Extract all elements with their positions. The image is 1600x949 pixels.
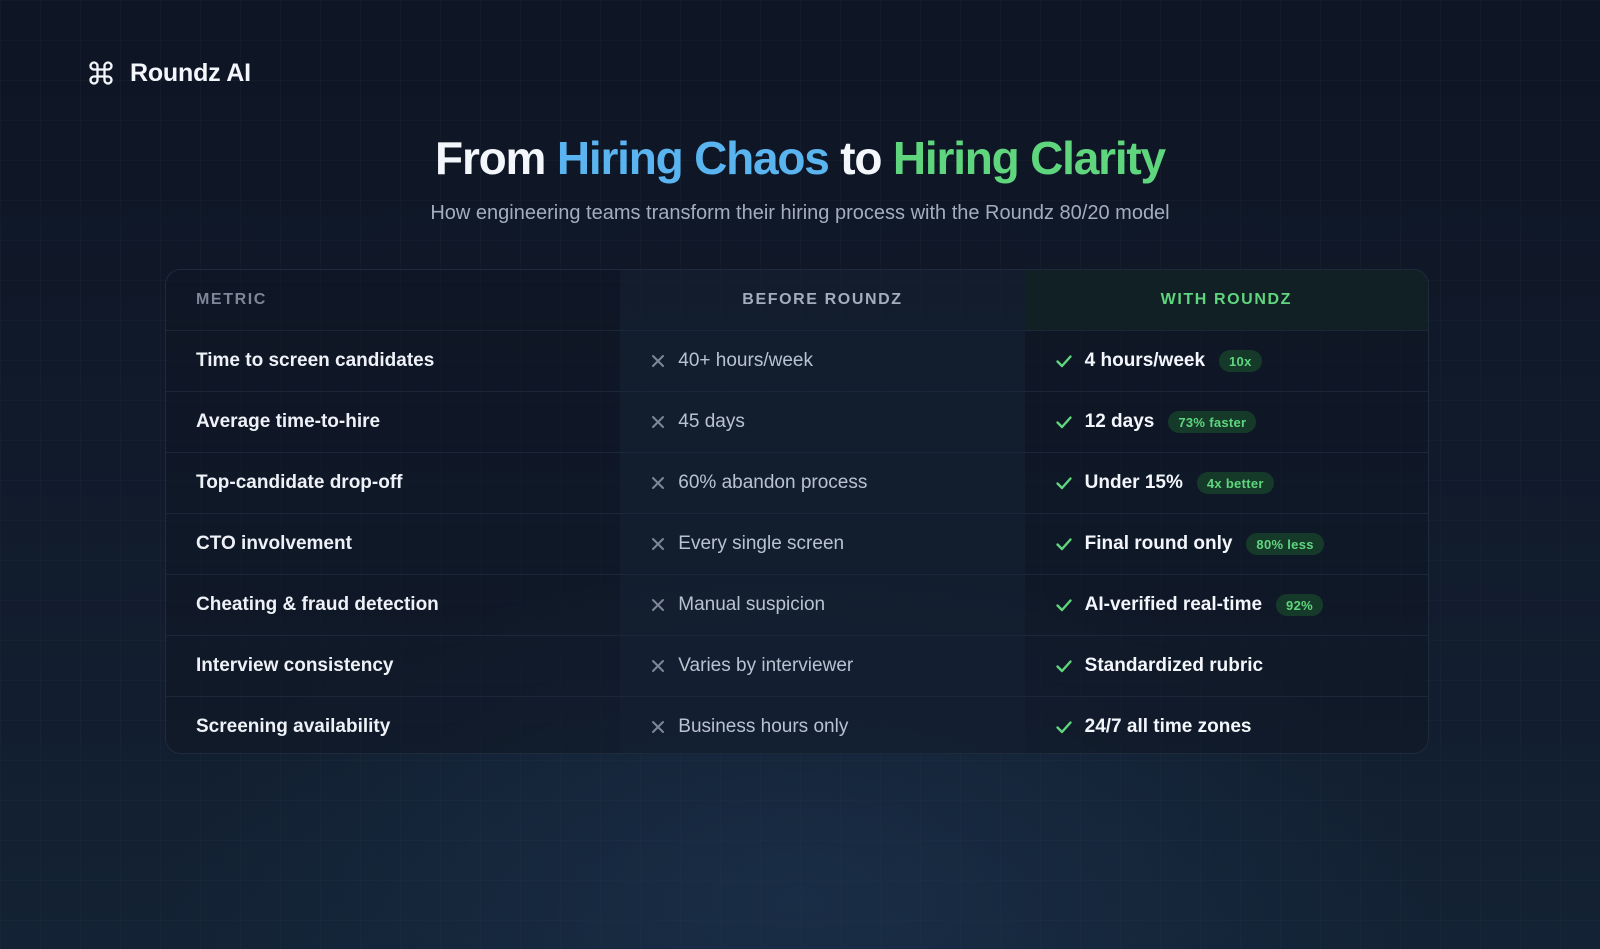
before-cell: Business hours only <box>620 697 1025 753</box>
table-row: Top-candidate drop-off 60% abandon proce… <box>166 452 1428 513</box>
before-value: Business hours only <box>678 715 849 737</box>
improvement-badge: 80% less <box>1246 533 1324 555</box>
title-to: to <box>840 132 882 184</box>
table-row: Screening availability Business hours on… <box>166 696 1428 753</box>
metric-cell: CTO involvement <box>166 514 620 574</box>
metric-cell: Time to screen candidates <box>166 331 620 391</box>
with-value: 24/7 all time zones <box>1084 715 1252 737</box>
metric-cell: Top-candidate drop-off <box>166 453 620 513</box>
table-row: CTO involvement Every single screen Fina… <box>166 513 1428 574</box>
x-icon <box>650 475 666 491</box>
check-icon <box>1055 718 1073 736</box>
with-value: 12 days <box>1084 411 1155 432</box>
table-body: Time to screen candidates 40+ hours/week… <box>166 330 1428 753</box>
before-value: Varies by interviewer <box>678 655 854 676</box>
table-row: Interview consistency Varies by intervie… <box>166 635 1428 696</box>
before-value: 45 days <box>678 411 745 432</box>
before-cell: 40+ hours/week <box>620 331 1025 391</box>
header-before-roundz: BEFORE ROUNDZ <box>620 270 1025 330</box>
check-icon <box>1055 474 1073 492</box>
before-value: Every single screen <box>678 533 845 554</box>
brand-logo[interactable]: Roundz AI <box>86 58 251 88</box>
check-icon <box>1055 596 1073 614</box>
improvement-badge: 4x better <box>1196 472 1274 494</box>
before-cell: Varies by interviewer <box>620 636 1025 696</box>
with-cell: Under 15% 4x better <box>1025 453 1428 513</box>
metric-label: Time to screen candidates <box>196 350 435 371</box>
metric-cell: Average time-to-hire <box>166 392 620 452</box>
with-value: Standardized rubric <box>1084 655 1264 676</box>
metric-cell: Interview consistency <box>166 636 620 696</box>
with-cell: Standardized rubric <box>1025 636 1428 696</box>
check-icon <box>1055 657 1073 675</box>
metric-label: Top-candidate drop-off <box>196 472 403 493</box>
x-icon <box>650 536 666 552</box>
before-value: 60% abandon process <box>678 472 868 493</box>
with-value: Under 15% <box>1084 472 1183 493</box>
with-value: 4 hours/week <box>1084 350 1206 371</box>
x-icon <box>650 414 666 430</box>
metric-label: Screening availability <box>196 715 391 737</box>
with-value: AI-verified real-time <box>1084 594 1263 615</box>
metric-cell: Screening availability <box>166 697 620 753</box>
with-cell: Final round only 80% less <box>1025 514 1428 574</box>
comparison-table: METRIC BEFORE ROUNDZ WITH ROUNDZ Time to… <box>165 269 1429 754</box>
before-value: Manual suspicion <box>678 594 826 615</box>
metric-cell: Cheating & fraud detection <box>166 575 620 635</box>
with-cell: 24/7 all time zones <box>1025 697 1428 753</box>
page-subtitle: How engineering teams transform their hi… <box>430 202 1170 224</box>
improvement-badge: 10x <box>1219 350 1262 372</box>
table-header-row: METRIC BEFORE ROUNDZ WITH ROUNDZ <box>166 270 1428 330</box>
x-icon <box>650 719 666 735</box>
check-icon <box>1055 352 1073 370</box>
before-cell: 45 days <box>620 392 1025 452</box>
with-value: Final round only <box>1084 533 1233 554</box>
metric-label: CTO involvement <box>196 533 352 554</box>
metric-label: Interview consistency <box>196 655 394 676</box>
header-metric: METRIC <box>196 291 267 308</box>
x-icon <box>650 353 666 369</box>
hero-section: From Hiring Chaos to Hiring Clarity How … <box>0 128 1600 226</box>
improvement-badge: 92% <box>1276 594 1323 616</box>
title-hiring-clarity: Hiring Clarity <box>892 132 1166 184</box>
metric-label: Cheating & fraud detection <box>196 594 439 615</box>
before-cell: Every single screen <box>620 514 1025 574</box>
table-row: Average time-to-hire 45 days 12 days 73%… <box>166 391 1428 452</box>
command-key-icon <box>86 58 116 88</box>
x-icon <box>650 658 666 674</box>
page-title: From Hiring Chaos to Hiring Clarity <box>0 128 1600 188</box>
with-cell: 12 days 73% faster <box>1025 392 1428 452</box>
check-icon <box>1055 535 1073 553</box>
title-from: From <box>435 132 546 184</box>
table-row: Cheating & fraud detection Manual suspic… <box>166 574 1428 635</box>
title-hiring-chaos: Hiring Chaos <box>556 132 830 184</box>
x-icon <box>650 597 666 613</box>
metric-label: Average time-to-hire <box>196 411 381 432</box>
before-cell: 60% abandon process <box>620 453 1025 513</box>
before-cell: Manual suspicion <box>620 575 1025 635</box>
header-with-roundz: WITH ROUNDZ <box>1024 270 1428 330</box>
brand-name: Roundz AI <box>130 58 251 87</box>
with-cell: AI-verified real-time 92% <box>1025 575 1428 635</box>
with-cell: 4 hours/week 10x <box>1025 331 1428 391</box>
before-value: 40+ hours/week <box>678 350 813 371</box>
table-row: Time to screen candidates 40+ hours/week… <box>166 330 1428 391</box>
improvement-badge: 73% faster <box>1168 411 1257 433</box>
check-icon <box>1055 413 1073 431</box>
